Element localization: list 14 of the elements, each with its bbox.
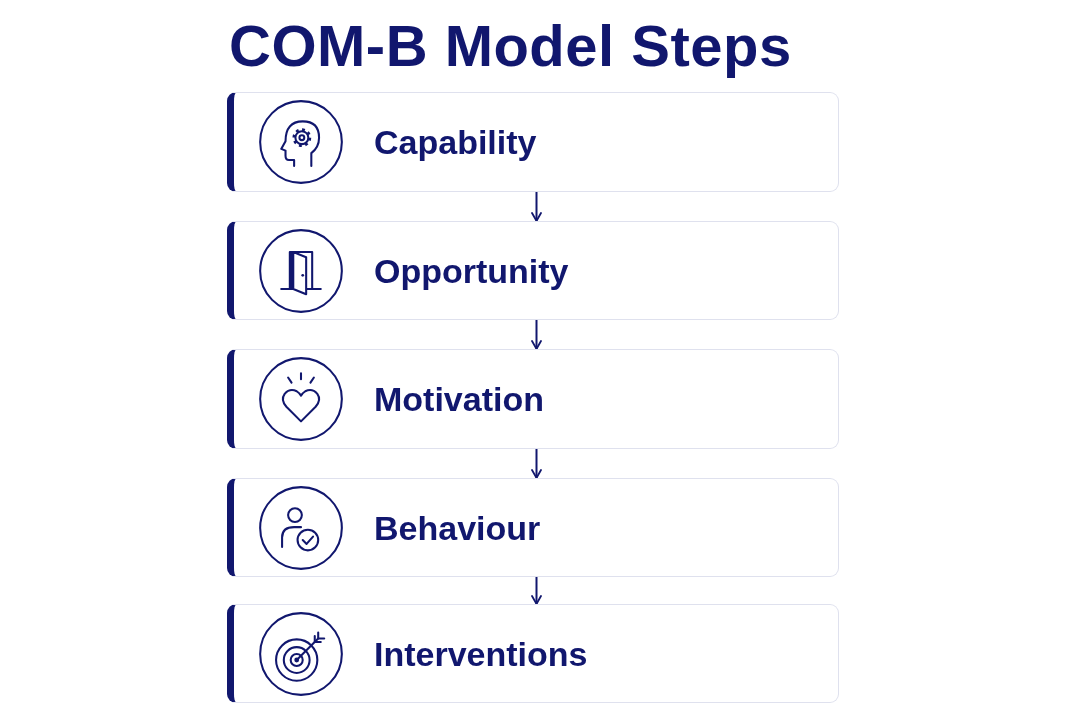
step-label: Capability — [374, 121, 537, 163]
step-label: Behaviour — [374, 507, 541, 548]
step-label: Opportunity — [374, 250, 569, 291]
step-card — [227, 604, 839, 703]
step-card — [227, 478, 839, 577]
arrow — [531, 319, 542, 350]
arrow — [531, 448, 542, 479]
arrow — [531, 191, 542, 222]
step-card — [227, 92, 839, 192]
step-card — [227, 349, 839, 449]
step-label: Interventions — [374, 633, 588, 674]
step-label: Motivation — [374, 378, 544, 420]
step-card — [227, 221, 839, 320]
arrow — [531, 576, 542, 605]
